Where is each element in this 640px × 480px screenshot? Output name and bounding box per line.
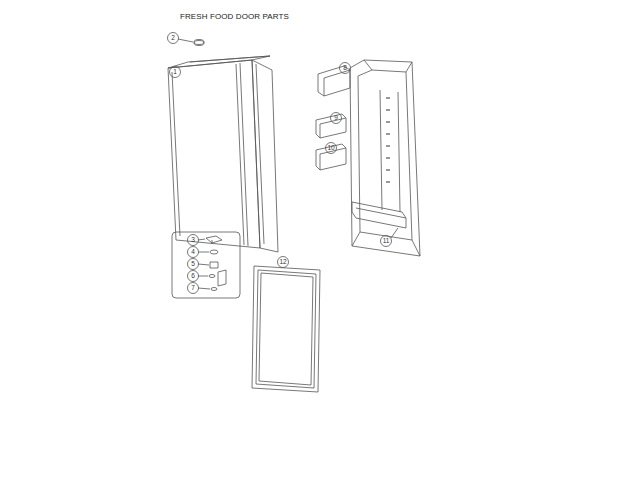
- door-liner-part-part: [386, 121, 390, 122]
- door-panel-part: [256, 64, 264, 244]
- callout-circles-part: [188, 247, 199, 258]
- callout-number: 10: [325, 142, 337, 154]
- callout-circles-part: [168, 33, 179, 44]
- door-panel-part: [168, 56, 270, 68]
- door-panel-part: [252, 60, 278, 252]
- callout-circles-part: [381, 236, 392, 247]
- door-gasket: [252, 266, 320, 392]
- door-panel-part: [190, 56, 270, 62]
- callout-number: 12: [277, 256, 289, 268]
- door-liner-part: [350, 60, 420, 256]
- hinge-inset-part: [218, 270, 226, 286]
- door-gasket-part: [252, 266, 320, 392]
- door-liner: [350, 60, 420, 256]
- callout-number: 6: [187, 270, 199, 282]
- door-liner-part-part: [386, 109, 390, 110]
- door-panel: [168, 56, 278, 252]
- callout-circles-part: [278, 257, 289, 268]
- door-bins-part: [320, 118, 346, 138]
- door-liner-part: [352, 202, 406, 228]
- door-panel-part: [168, 60, 260, 248]
- callout-circles-part: [170, 67, 181, 78]
- door-liner-part-part: [386, 169, 390, 170]
- door-liner-part-part: [386, 181, 390, 182]
- hinge-inset-part: [211, 288, 217, 291]
- door-gasket-part: [256, 270, 316, 388]
- door-liner-part-part: [386, 97, 390, 98]
- hinge-inset-part: [198, 239, 205, 240]
- door-panel-part: [236, 64, 244, 245]
- door-liner-part: [356, 208, 406, 218]
- hinge-inset-part: [198, 252, 209, 253]
- door-panel-part: [240, 63, 248, 246]
- callout-circles: [168, 33, 399, 294]
- callout-number: 3: [187, 234, 199, 246]
- callout-circles-part: [326, 143, 337, 154]
- door-liner-part-part: [386, 133, 390, 134]
- door-liner-part: [352, 232, 360, 246]
- callout-number: 9: [330, 112, 342, 124]
- door-liner-part-part: [386, 157, 390, 158]
- callout-circles-part: [391, 228, 398, 238]
- door-liner-part: [398, 92, 400, 212]
- door-liner-part: [380, 90, 382, 210]
- callout-number: 8: [339, 62, 351, 74]
- hinge-inset-part: [210, 262, 218, 268]
- hinge-inset: [172, 232, 240, 298]
- hinge-inset-part: [209, 275, 215, 278]
- hinge-inset-part: [172, 232, 240, 298]
- door-panel-part: [172, 72, 180, 236]
- door-bins-part: [320, 148, 346, 170]
- door-bins: [316, 66, 350, 170]
- door-cap-part: [194, 41, 204, 46]
- hinge-inset-part: [212, 240, 213, 244]
- callout-circles-part: [188, 283, 199, 294]
- callout-circles-part: [188, 271, 199, 282]
- callout-number: 4: [187, 246, 199, 258]
- door-gasket-part: [259, 273, 313, 385]
- callout-circles-part: [188, 235, 199, 246]
- callout-circles-part: [178, 39, 193, 42]
- door-bins-part: [324, 70, 350, 96]
- hinge-inset-part: [198, 276, 208, 277]
- callout-number: 1: [169, 66, 181, 78]
- door-liner-part: [364, 60, 372, 70]
- door-liner-part: [412, 240, 420, 256]
- hinge-inset-part: [198, 288, 210, 289]
- door-liner-part: [386, 98, 390, 182]
- callout-number: 7: [187, 282, 199, 294]
- callout-circles-part: [331, 113, 342, 124]
- door-liner-part: [406, 62, 412, 72]
- callout-number: 11: [380, 235, 392, 247]
- callout-circles-part: [340, 63, 351, 74]
- callout-circles-part: [188, 259, 199, 270]
- callout-number: 5: [187, 258, 199, 270]
- diagram-title: FRESH FOOD DOOR PARTS: [180, 12, 289, 21]
- hinge-inset-part: [210, 250, 218, 254]
- hinge-inset-part: [206, 236, 222, 243]
- callout-number: 2: [167, 32, 179, 44]
- door-cap-part: [194, 40, 204, 45]
- door-liner-part-part: [386, 145, 390, 146]
- hinge-inset-part: [198, 264, 209, 265]
- door-cap: [194, 40, 204, 46]
